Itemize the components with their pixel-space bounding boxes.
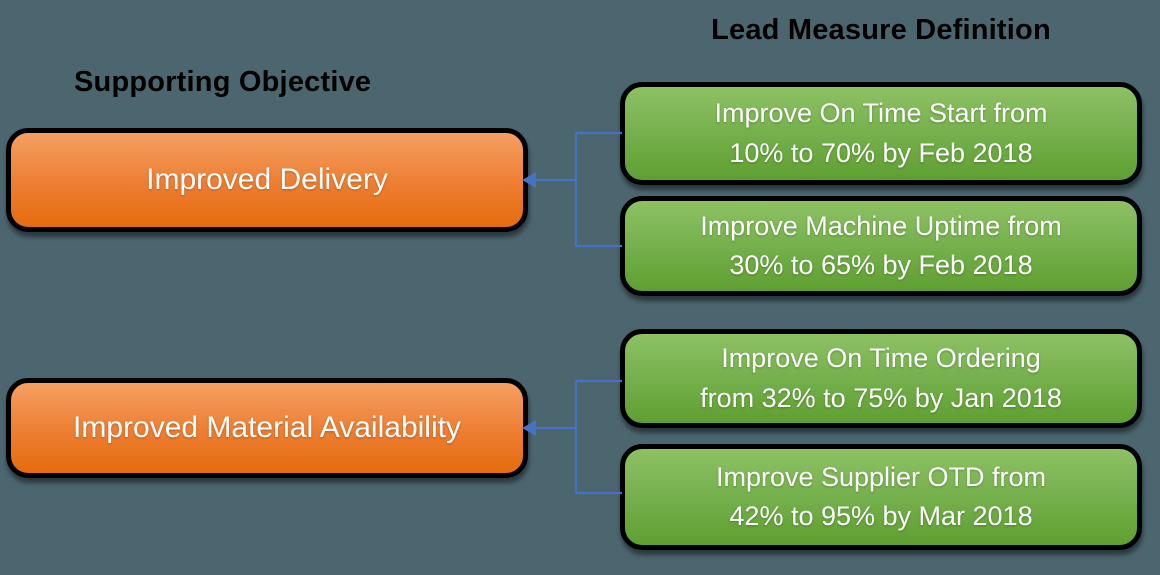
objective-label: Improved Delivery <box>146 163 388 196</box>
measure-box-machine-uptime: Improve Machine Uptime from 30% to 65% b… <box>620 196 1142 296</box>
measure-label: Improve Machine Uptime from 30% to 65% b… <box>700 210 1062 280</box>
measure-label: Improve Supplier OTD from 42% to 95% by … <box>715 461 1047 531</box>
connector-group-material-availability <box>522 379 622 495</box>
arrowhead-left-icon <box>522 172 536 188</box>
measure-label: Improve On Time Ordering from 32% to 75%… <box>700 343 1062 413</box>
measure-label: Improve On Time Start from 10% to 70% by… <box>714 98 1048 168</box>
objective-box-improved-material-availability: Improved Material Availability <box>6 378 528 478</box>
measure-box-on-time-ordering: Improve On Time Ordering from 32% to 75%… <box>620 329 1142 428</box>
lead-measure-definition-heading: Lead Measure Definition <box>711 14 1051 46</box>
supporting-objective-heading: Supporting Objective <box>74 66 372 98</box>
objective-box-improved-delivery: Improved Delivery <box>6 128 528 232</box>
connector-group-delivery <box>522 131 622 248</box>
objective-label: Improved Material Availability <box>73 411 461 444</box>
arrowhead-left-icon <box>522 420 536 436</box>
measure-box-supplier-otd: Improve Supplier OTD from 42% to 95% by … <box>620 444 1142 550</box>
measure-box-on-time-start: Improve On Time Start from 10% to 70% by… <box>620 82 1142 185</box>
